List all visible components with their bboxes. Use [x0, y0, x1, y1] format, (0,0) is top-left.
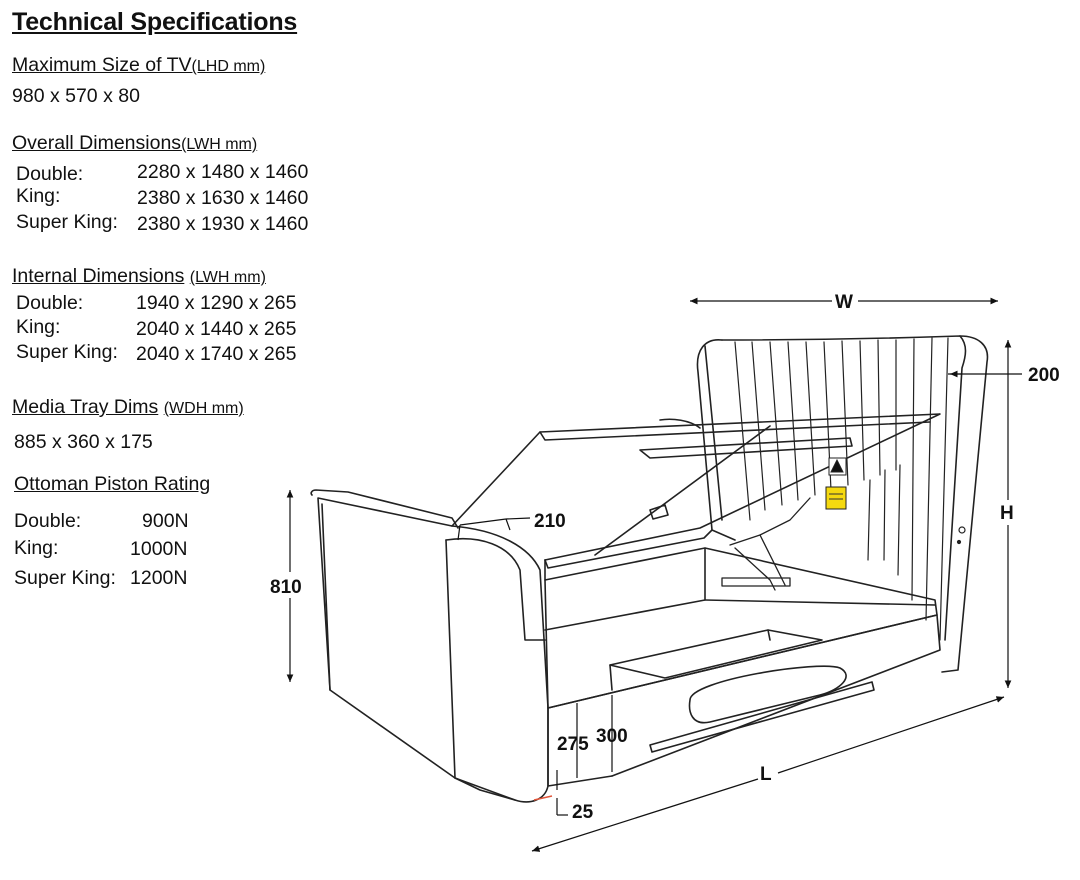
page-title: Technical Specifications — [12, 8, 298, 36]
dim-label-300: 300 — [596, 726, 628, 747]
overall-label-superking: Super King: — [16, 211, 118, 233]
piston-heading-text: Ottoman Piston Rating — [14, 473, 211, 495]
overall-label-king: King: — [16, 185, 61, 207]
overall-units: (LWH mm) — [181, 136, 258, 153]
overall-heading-text: Overall Dimensions — [12, 132, 182, 154]
tv-units: (LHD mm) — [191, 58, 266, 75]
overall-label-double: Double: — [16, 163, 84, 185]
internal-value-superking: 2040 x 1740 x 265 — [136, 343, 297, 365]
tv-heading-text: Maximum Size of TV — [12, 54, 192, 76]
dim-label-l: L — [760, 764, 772, 785]
internal-label-superking: Super King: — [16, 341, 118, 363]
overall-value-double: 2280 x 1480 x 1460 — [137, 161, 309, 183]
dim-label-w: W — [835, 292, 853, 313]
internal-heading: Internal Dimensions (LWH mm) — [12, 265, 266, 288]
bed-base — [544, 547, 941, 787]
piston-heading: Ottoman Piston Rating — [14, 473, 210, 496]
headboard-shape — [696, 335, 989, 673]
tv-value: 980 x 570 x 80 — [12, 85, 140, 107]
piston-label-double: Double: — [14, 510, 82, 532]
tv-heading: Maximum Size of TV(LHD mm) — [12, 54, 265, 77]
internal-label-double: Double: — [16, 292, 84, 314]
media-heading: Media Tray Dims (WDH mm) — [12, 396, 244, 419]
piston-strut — [721, 497, 811, 591]
media-units: (WDH mm) — [163, 400, 244, 417]
dim-label-h: H — [1000, 503, 1014, 524]
dim-label-210: 210 — [534, 511, 566, 532]
warning-sticker — [825, 457, 847, 510]
dim-label-275: 275 — [557, 734, 589, 755]
internal-label-king: King: — [16, 316, 61, 338]
internal-value-double: 1940 x 1290 x 265 — [136, 292, 297, 314]
internal-value-king: 2040 x 1440 x 265 — [136, 318, 297, 340]
piston-value-superking: 1200N — [130, 567, 188, 589]
media-value: 885 x 360 x 175 — [14, 431, 153, 453]
footboard-tv-box — [310, 489, 549, 803]
internal-units: (LWH mm) — [189, 269, 266, 286]
remote-port-icon — [956, 526, 966, 545]
dim-label-25: 25 — [572, 802, 594, 823]
piston-label-king: King: — [14, 537, 59, 559]
dim-label-810: 810 — [270, 577, 302, 598]
overall-value-superking: 2380 x 1930 x 1460 — [137, 213, 309, 235]
overall-value-king: 2380 x 1630 x 1460 — [137, 187, 309, 209]
dim-label-200: 200 — [1028, 365, 1060, 386]
overall-heading: Overall Dimensions(LWH mm) — [12, 132, 257, 155]
ottoman-lid — [451, 413, 941, 569]
media-heading-text: Media Tray Dims — [12, 396, 159, 418]
piston-value-king: 1000N — [130, 538, 188, 560]
internal-heading-text: Internal Dimensions — [12, 265, 185, 287]
piston-label-superking: Super King: — [14, 567, 116, 589]
piston-value-double: 900N — [142, 510, 189, 532]
